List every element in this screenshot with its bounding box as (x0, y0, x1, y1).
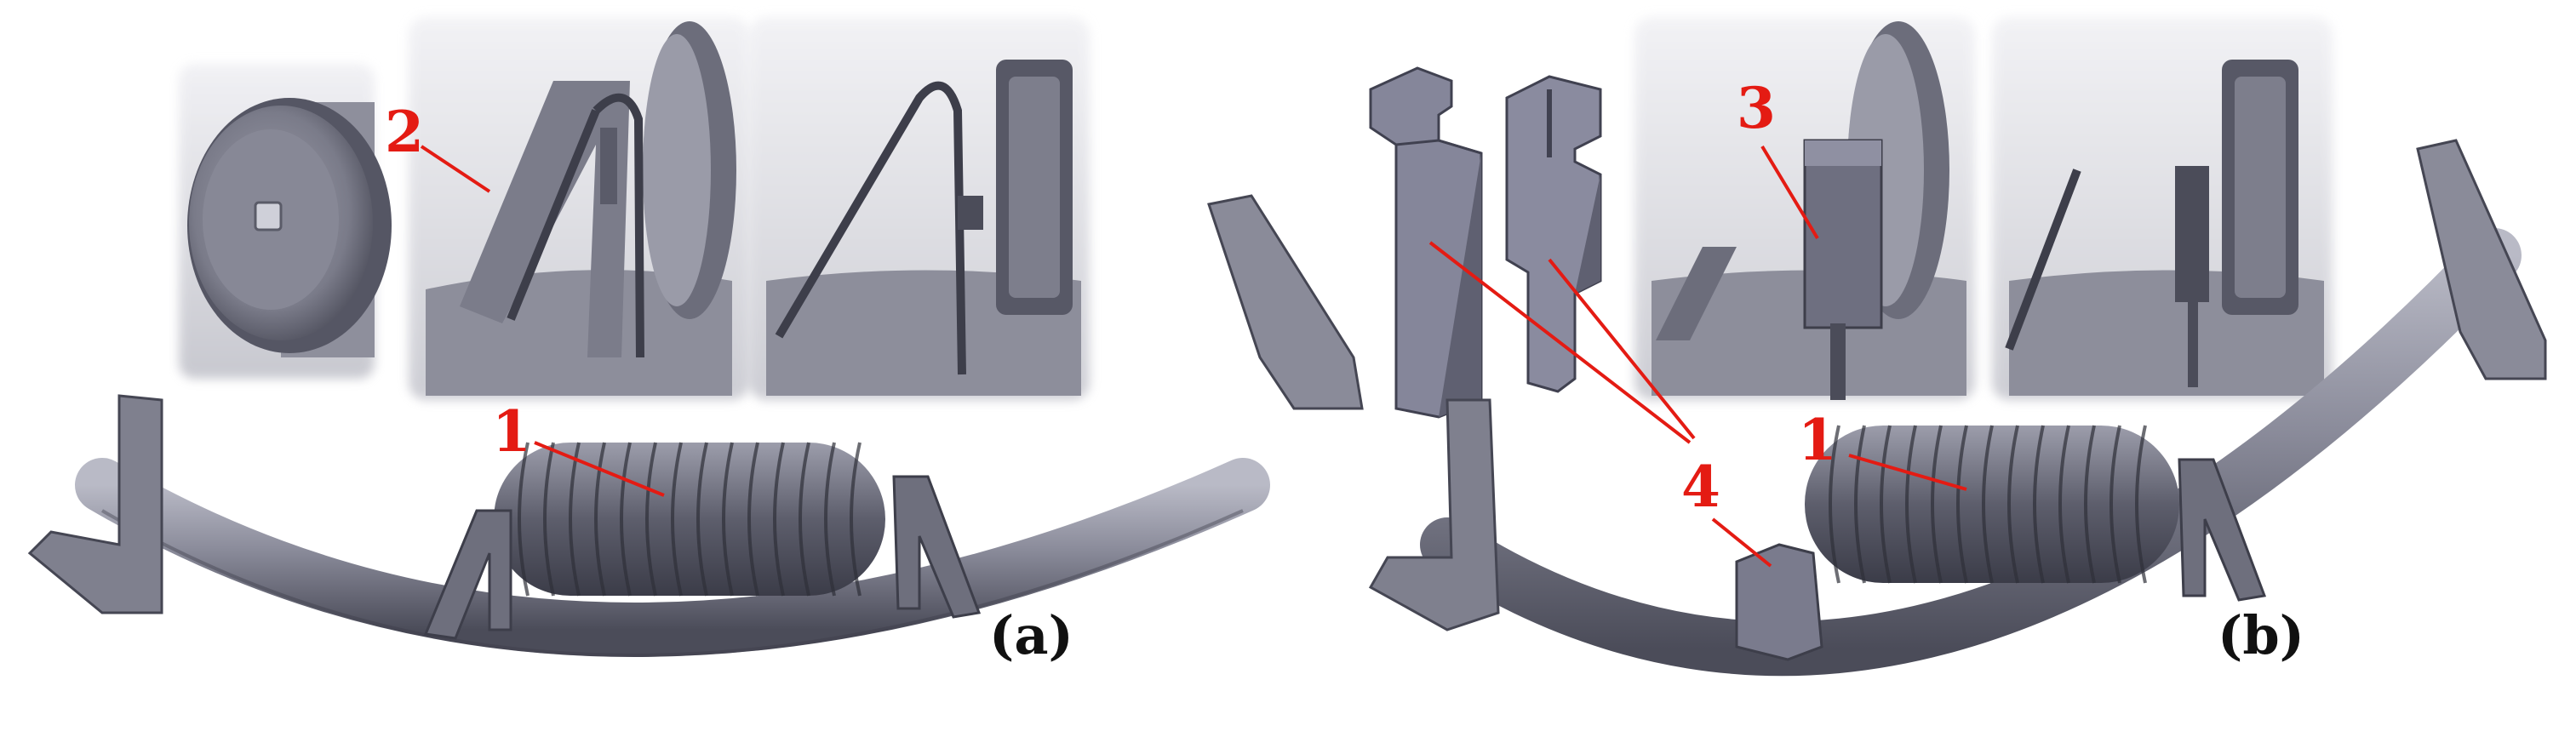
leader-a-1 (534, 441, 665, 497)
adapter-part-left (1369, 66, 1483, 419)
leader-b-1 (1848, 454, 1967, 491)
callout-b-4: 4 (1681, 454, 1720, 520)
panel-a: 1 2 (a) (27, 17, 1364, 666)
callout-b-3: 3 (1737, 75, 1776, 141)
leader-a-2 (420, 145, 491, 193)
roller-rings (1829, 425, 2147, 584)
roller-right-bracket (2178, 458, 2267, 602)
left-end-bracket (27, 394, 163, 614)
roller-left-bracket (423, 509, 512, 640)
left-end-bracket (1368, 398, 1500, 631)
callout-a-1: 1 (492, 398, 531, 465)
panel-label-b: (b) (2218, 604, 2304, 666)
inset-bracket-clip-solid (409, 17, 749, 400)
roller (494, 442, 885, 597)
right-end-bracket (2416, 139, 2547, 380)
panel-b: 1 3 4 (b) (1368, 17, 2547, 677)
leader-b-3 (1760, 145, 1819, 240)
inset-roller-end-disc (179, 64, 392, 379)
inset-adapter-assembled (1634, 17, 1975, 400)
leader-b-4b (1548, 258, 1696, 440)
frame-tube (75, 458, 1270, 657)
panel-label-a: (a) (989, 604, 1073, 666)
leader-b-4c (1711, 517, 1772, 568)
inset-adapter-wire (1992, 17, 2333, 400)
frame-tube (1420, 228, 2522, 677)
callout-b-1: 1 (1798, 407, 1837, 473)
roller-right-bracket (892, 475, 982, 619)
inset-bracket-clip-wire (749, 17, 1090, 400)
callout-a-2: 2 (385, 99, 424, 165)
roller (1805, 425, 2179, 584)
adapter-part-right (1505, 75, 1602, 393)
right-end-bracket (1207, 194, 1364, 410)
leader-b-4a (1428, 241, 1692, 444)
installed-adapter (1735, 543, 1823, 661)
